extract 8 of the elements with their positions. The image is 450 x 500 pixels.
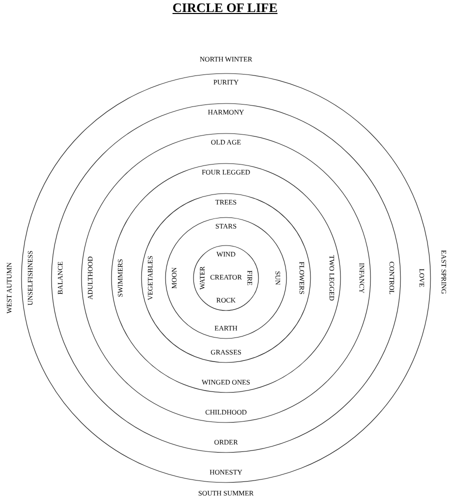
wheel-ring (51, 103, 401, 453)
wheel-ring (81, 133, 371, 423)
wheel-ring (111, 163, 341, 393)
wheel-ring (141, 193, 311, 363)
wheel-ring (165, 217, 287, 339)
wheel-ring (21, 73, 431, 483)
center-circle (193, 245, 259, 311)
diagram-title: CIRCLE OF LIFE (172, 1, 278, 16)
